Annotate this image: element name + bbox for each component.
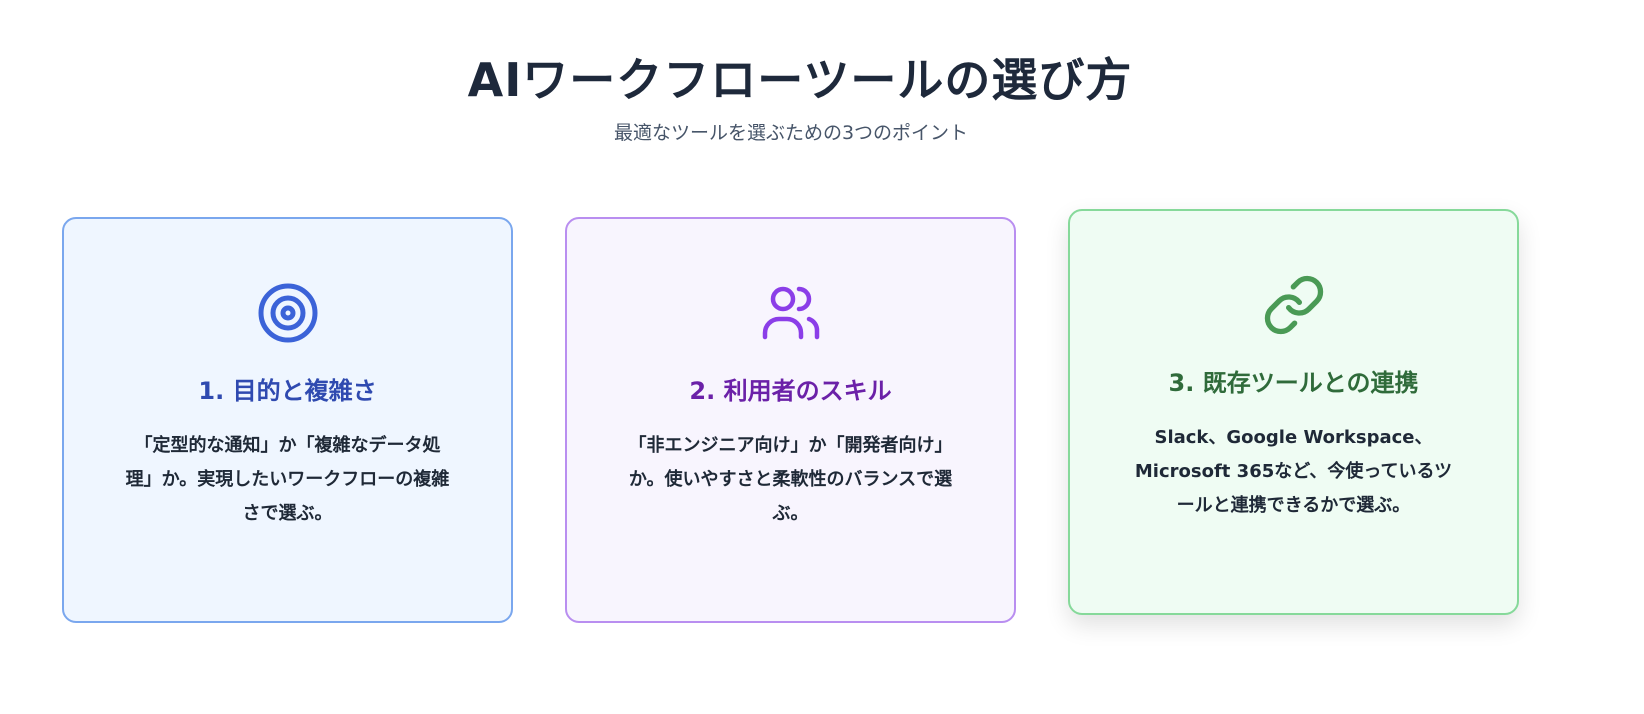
link-icon [1070,273,1517,337]
card-title: 1. 目的と複雑さ [198,377,377,405]
page-subtitle: 最適なツールを選ぶための3つのポイント [613,122,969,144]
page-title: AIワークフローツールの選び方 [467,53,1133,107]
card-skill: 2. 利用者のスキル 「非エンジニア向け」か「開発者向け」か。使いやすさと柔軟性… [565,217,1016,623]
target-icon [64,281,511,345]
card-description: 「定型的な通知」か「複雑なデータ処理」か。実現したいワークフローの複雑さで選ぶ。 [125,435,450,524]
card-description: 「非エンジニア向け」か「開発者向け」か。使いやすさと柔軟性のバランスで選ぶ。 [628,435,953,524]
card-title: 2. 利用者のスキル [689,377,892,405]
card-purpose: 1. 目的と複雑さ 「定型的な通知」か「複雑なデータ処理」か。実現したいワークフ… [62,217,513,623]
card-title: 3. 既存ツールとの連携 [1168,369,1419,397]
users-icon [567,281,1014,345]
card-integration: 3. 既存ツールとの連携 Slack、Google Workspace、Micr… [1068,209,1519,615]
card-description: Slack、Google Workspace、Microsoft 365など、今… [1134,427,1453,516]
